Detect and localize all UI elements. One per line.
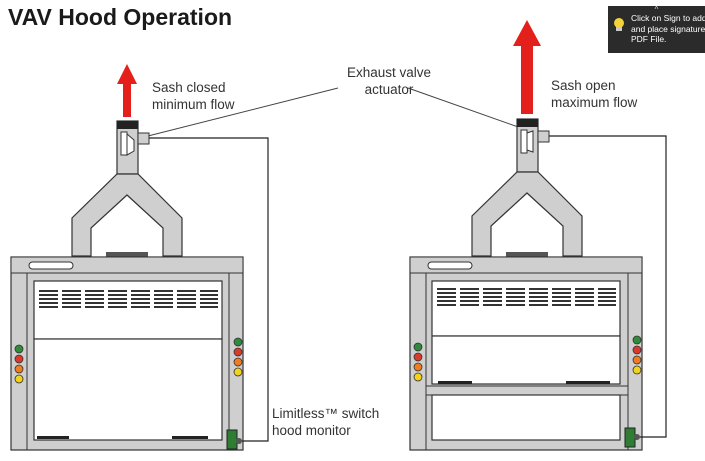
sash-closed-line-2: minimum flow <box>152 97 235 112</box>
left-light-orange-a <box>14 364 24 374</box>
right-light-red-a <box>413 352 423 362</box>
left-light-green-a <box>14 344 24 354</box>
sign-tooltip[interactable]: ^ Click on Sign to add and place signatu… <box>608 6 705 53</box>
callout-line-right <box>407 87 539 135</box>
left-manifold <box>71 173 183 257</box>
right-sash-raised <box>425 385 629 396</box>
left-monitor-wire <box>149 137 269 442</box>
right-valve-actuator <box>537 130 550 143</box>
tooltip-line-1: Click on Sign to add <box>631 13 705 23</box>
sash-open-line-2: maximum flow <box>551 95 638 110</box>
left-hood-monitor <box>226 429 238 450</box>
lightbulb-base <box>616 27 622 31</box>
right-light-orange-b <box>632 355 642 365</box>
left-light-yellow-b <box>233 367 243 377</box>
left-baffle-panel <box>33 280 223 340</box>
chevron-up-icon[interactable]: ^ <box>654 6 659 14</box>
left-light-green-b <box>233 337 243 347</box>
right-manifold <box>471 171 583 257</box>
right-light-green-b <box>632 335 642 345</box>
right-exhaust-arrow <box>513 20 541 114</box>
tooltip-line-2: and place signature a <box>631 23 705 34</box>
right-lower-opening <box>431 394 621 441</box>
hood-monitor-label: Limitless™ switch hood monitor <box>272 405 379 439</box>
right-baffle-panel <box>431 280 621 337</box>
tooltip-line-3: PDF File. <box>631 34 667 44</box>
left-sash-window <box>33 338 223 441</box>
left-hood <box>10 64 269 451</box>
left-light-orange-b <box>233 357 243 367</box>
left-exhaust-arrow <box>117 64 137 117</box>
exhaust-valve-line-1: Exhaust valve <box>346 65 432 80</box>
right-light-yellow-a <box>413 372 423 382</box>
right-light-red-b <box>632 345 642 355</box>
sash-closed-label: Sash closed minimum flow <box>152 79 235 113</box>
exhaust-valve-label: Exhaust valve actuator <box>334 64 444 98</box>
hood-monitor-line-1: Limitless™ switch <box>272 406 380 421</box>
right-light-orange-a <box>413 362 423 372</box>
right-monitor-wire <box>549 135 667 438</box>
right-hood-monitor <box>624 427 636 448</box>
left-valve-actuator <box>137 132 150 145</box>
right-upper-window <box>431 335 621 385</box>
exhaust-valve-line-2: actuator <box>364 82 414 97</box>
lightbulb-icon <box>614 18 624 28</box>
hood-monitor-line-2: hood monitor <box>272 423 351 438</box>
sash-open-line-1: Sash open <box>551 78 616 93</box>
left-light-red-a <box>14 354 24 364</box>
callout-line-left <box>147 87 339 137</box>
right-light-green-a <box>413 342 423 352</box>
right-light-yellow-b <box>632 365 642 375</box>
sash-open-label: Sash open maximum flow <box>551 77 637 111</box>
right-hood <box>409 20 667 451</box>
left-light-yellow-a <box>14 374 24 384</box>
sash-closed-line-1: Sash closed <box>152 80 226 95</box>
page-title: VAV Hood Operation <box>8 4 233 30</box>
left-light-red-b <box>233 347 243 357</box>
